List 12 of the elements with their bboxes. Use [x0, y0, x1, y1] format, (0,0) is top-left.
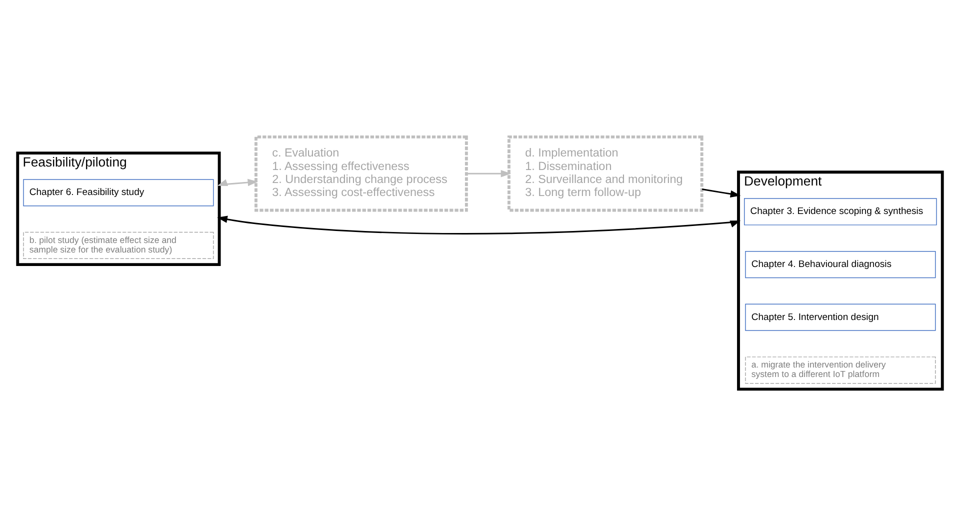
node-box: b. pilot study (estimate effect size and sample size for the evaluation study): [23, 232, 214, 260]
node-box: Chapter 5. Intervention design: [745, 304, 936, 331]
node-box: Chapter 3. Evidence scoping & synthesis: [744, 198, 937, 226]
node-box: Chapter 4. Behavioural diagnosis: [745, 250, 936, 278]
node-box: Chapter 6. Feasibility study: [23, 179, 214, 206]
arrow: [466, 170, 512, 178]
node-box: d. Implementation 1. Dissemination 2. Surveillance and monitoring 3. Long term follow-up: [508, 135, 704, 212]
arrow: [217, 216, 741, 234]
arrow: [702, 188, 741, 198]
arrow: [217, 178, 258, 186]
node-box: a. migrate the intervention delivery system to a different IoT platform: [745, 356, 936, 384]
node-box: c. Evaluation 1. Assessing effectiveness 2. Understanding change process 3. Assessing cost-effectiveness: [254, 135, 468, 212]
